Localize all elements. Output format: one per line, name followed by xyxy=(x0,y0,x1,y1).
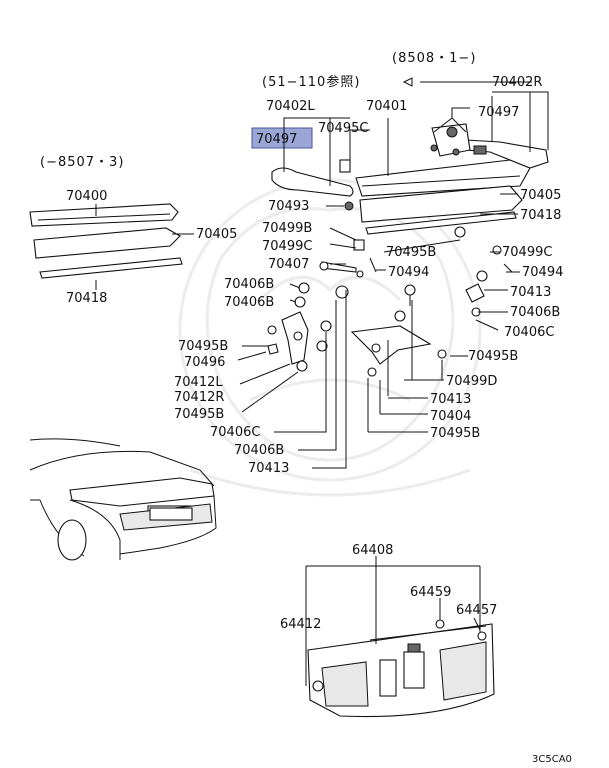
label-70499B: 70499B xyxy=(262,221,312,236)
label-70413-center: 70413 xyxy=(430,392,471,407)
label-70497-right: 70497 xyxy=(478,105,519,120)
label-70413-right: 70413 xyxy=(510,285,551,300)
spoiler-assembly-upper xyxy=(267,123,549,377)
label-70401: 70401 xyxy=(366,99,407,114)
label-70407: 70407 xyxy=(268,257,309,272)
rear-garnish-panel xyxy=(307,619,495,718)
highlight-box xyxy=(251,127,313,149)
label-70418-right: 70418 xyxy=(520,208,561,223)
figure-code: 3C5CA0 xyxy=(532,754,572,765)
label-70402R: 70402R xyxy=(492,75,542,90)
label-70406C-right: 70406C xyxy=(504,325,554,340)
label-64408: 64408 xyxy=(352,543,393,558)
label-70493: 70493 xyxy=(268,199,309,214)
label-70412R: 70412R xyxy=(174,390,224,405)
label-70400: 70400 xyxy=(66,189,107,204)
label-70406B-lower: 70406B xyxy=(234,443,284,458)
label-70497-highlighted: 70497 xyxy=(256,132,297,147)
label-70406B-1: 70406B xyxy=(224,277,274,292)
label-70495B-left: 70495B xyxy=(178,339,228,354)
label-64457: 64457 xyxy=(456,603,497,618)
label-70494-center: 70494 xyxy=(388,265,429,280)
label-70494-right: 70494 xyxy=(522,265,563,280)
label-70404: 70404 xyxy=(430,409,471,424)
note-top-right: (8508・1−) xyxy=(392,51,476,66)
label-70495B-lower-center: 70495B xyxy=(430,426,480,441)
label-70495B-right: 70495B xyxy=(468,349,518,364)
label-70406B-2: 70406B xyxy=(224,295,274,310)
label-70406B-right: 70406B xyxy=(510,305,560,320)
label-70496: 70496 xyxy=(184,355,225,370)
label-70405-right: 70405 xyxy=(520,188,561,203)
label-64459: 64459 xyxy=(410,585,451,600)
label-70413-lower: 70413 xyxy=(248,461,289,476)
label-70495B-lower-left: 70495B xyxy=(174,407,224,422)
leader-lines xyxy=(95,77,549,686)
label-70405-left: 70405 xyxy=(196,227,237,242)
label-64412: 64412 xyxy=(280,617,321,632)
label-70418-left: 70418 xyxy=(66,291,107,306)
label-70499D: 70499D xyxy=(446,374,497,389)
label-70495C: 70495C xyxy=(318,121,368,136)
label-70495B-upper: 70495B xyxy=(386,245,436,260)
label-70499C-left: 70499C xyxy=(262,239,312,254)
note-left: (−8507・3) xyxy=(40,155,124,170)
car-rear-illustration xyxy=(29,438,217,561)
label-70402L: 70402L xyxy=(266,99,315,114)
note-reference: (51−110参照) xyxy=(262,74,360,90)
label-70406C-left: 70406C xyxy=(210,425,260,440)
label-70499C-right: 70499C xyxy=(502,245,552,260)
spoiler-assembly-early xyxy=(29,203,183,279)
label-70412L: 70412L xyxy=(174,375,223,390)
